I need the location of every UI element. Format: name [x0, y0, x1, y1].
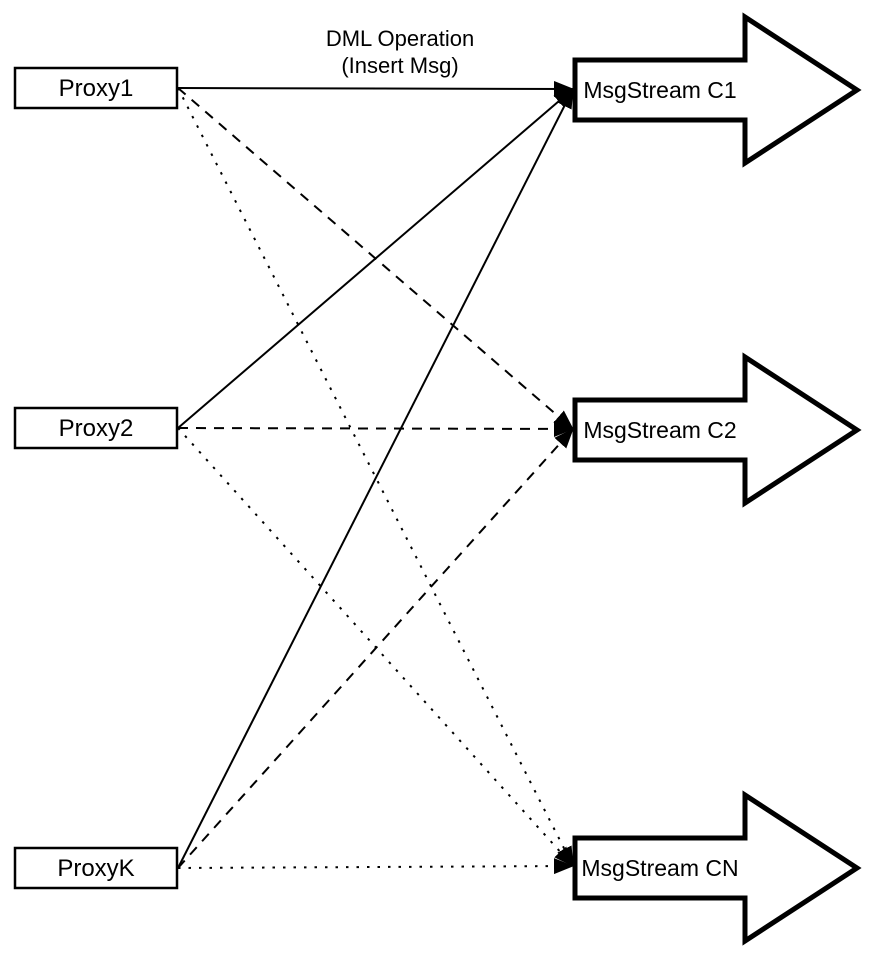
proxy1-box	[13, 66, 179, 110]
proxy1-label: Proxy1	[59, 75, 134, 102]
msgstream-c1-arrow-shape	[572, 12, 862, 168]
proxy2-box	[13, 406, 179, 450]
edge-label: DML Operation (Insert Msg)	[326, 26, 474, 78]
edge-label-line2: (Insert Msg)	[341, 53, 458, 78]
edge-label-line1: DML Operation	[326, 26, 474, 51]
node-msgstream-cn: MsgStream CN	[572, 790, 862, 946]
node-msgstream-c1: MsgStream C1	[572, 12, 862, 168]
msgstream-c1-label: MsgStream C1	[583, 77, 736, 103]
msgstream-c2-arrow-shape	[572, 352, 862, 508]
edge-proxy2-cn-dotted	[177, 427, 574, 867]
edge-proxy2-c2-dashed	[177, 420, 574, 437]
node-msgstream-c2: MsgStream C2	[572, 352, 862, 508]
edge-proxy1-c2-dashed	[177, 87, 574, 430]
proxyk-label: ProxyK	[57, 855, 134, 882]
node-proxyk: ProxyK	[13, 846, 179, 890]
msgstream-cn-arrow-shape	[572, 790, 862, 946]
edge-proxy1-c1-solid	[177, 80, 574, 97]
edge-proxyk-cn-dotted	[177, 858, 574, 875]
edges-layer	[177, 80, 574, 875]
msgstream-c2-label: MsgStream C2	[583, 417, 736, 443]
proxy2-label: Proxy2	[59, 415, 134, 442]
node-proxy1: Proxy1	[13, 66, 179, 110]
node-proxy2: Proxy2	[13, 406, 179, 450]
edge-proxyk-c1-solid	[177, 88, 574, 869]
proxyk-box	[13, 846, 179, 890]
edge-proxyk-c2-dashed	[177, 428, 574, 869]
msgstream-cn-label: MsgStream CN	[581, 855, 738, 881]
